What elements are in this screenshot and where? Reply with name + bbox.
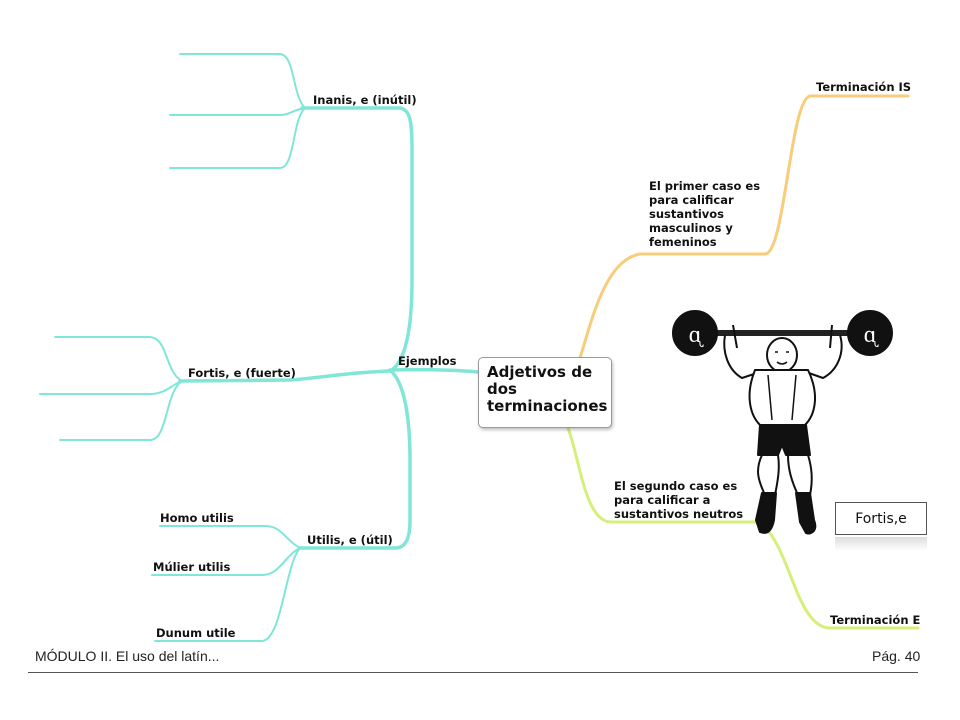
connector-inanis (300, 106, 414, 372)
connector-terminacion-is (578, 94, 910, 360)
left-branches (178, 106, 480, 550)
lower-desc-line: El segundo caso es (614, 479, 737, 493)
lower-desc-line: para calificar a (614, 493, 710, 507)
straps (767, 374, 797, 421)
lower-description: El segundo caso es para calificar a sust… (614, 479, 743, 521)
central-topic-line: terminaciones (487, 397, 608, 415)
label-mulier-utilis: Múlier utilis (153, 560, 230, 574)
weightlifter-icon: ᶐ ᶐ (672, 310, 893, 535)
label-homo-utilis: Homo utilis (160, 511, 234, 525)
label-dunum-utile: Dunum utile (156, 626, 236, 640)
face (775, 351, 789, 365)
torso (748, 369, 816, 426)
label-fortis: Fortis, e (fuerte) (188, 366, 296, 380)
central-topic-box: Adjetivos de dos terminaciones (478, 357, 612, 428)
left-arm (723, 334, 761, 379)
upper-desc-line: sustantivos (649, 207, 724, 221)
right-leg (787, 454, 813, 496)
fortis-blank-2 (39, 380, 183, 395)
left-leaf-lines (39, 53, 306, 642)
inanis-blank-1 (179, 53, 306, 109)
plate-glyph-left: ᶐ (689, 320, 704, 348)
utilis-line-dunum (154, 547, 301, 642)
fortis-blank-3 (59, 380, 183, 441)
fortis-blank-1 (54, 336, 183, 382)
upper-desc-line: femeninos (649, 235, 717, 249)
shorts (757, 424, 811, 456)
label-terminacion-is: Terminación IS (816, 80, 911, 94)
fortis-caption: Fortis,e (835, 502, 927, 535)
upper-right-branch (578, 94, 910, 360)
lower-desc-line: sustantivos neutros (614, 507, 743, 521)
left-boot (755, 492, 777, 534)
barbell-plate-right (847, 310, 893, 356)
utilis-line-mulier (151, 547, 301, 576)
utilis-line-homo (159, 525, 301, 549)
central-topic-line: Adjetivos de (487, 363, 593, 381)
connector-fortis (178, 369, 394, 383)
right-arm (805, 334, 843, 379)
footer-module-title: MÓDULO II. El uso del latín... (35, 648, 220, 664)
upper-description: El primer caso es para calificar sustant… (649, 179, 760, 249)
central-topic-line: dos (487, 380, 517, 398)
head (766, 337, 798, 373)
label-utilis: Utilis, e (útil) (307, 533, 393, 547)
label-terminacion-e: Terminación E (830, 613, 921, 627)
barbell-plate-left (672, 310, 718, 356)
connector-utilis (298, 370, 412, 550)
footer-page-number: Pág. 40 (872, 648, 921, 664)
fortis-caption-reflection (835, 537, 927, 551)
upper-desc-line: para calificar (649, 193, 734, 207)
connector-ejemplos (388, 367, 480, 374)
footer-divider (28, 672, 918, 673)
plate-glyph-right: ᶐ (864, 320, 879, 348)
upper-desc-line: El primer caso es (649, 179, 760, 193)
right-boot (795, 492, 817, 535)
left-leg (757, 454, 780, 496)
inanis-blank-3 (169, 107, 306, 169)
inanis-blank-2 (169, 107, 306, 116)
label-inanis: Inanis, e (inútil) (313, 93, 417, 107)
label-ejemplos: Ejemplos (398, 354, 457, 368)
forearms (732, 324, 833, 349)
barbell-bar (700, 330, 870, 336)
upper-desc-line: masculinos y (649, 221, 733, 235)
